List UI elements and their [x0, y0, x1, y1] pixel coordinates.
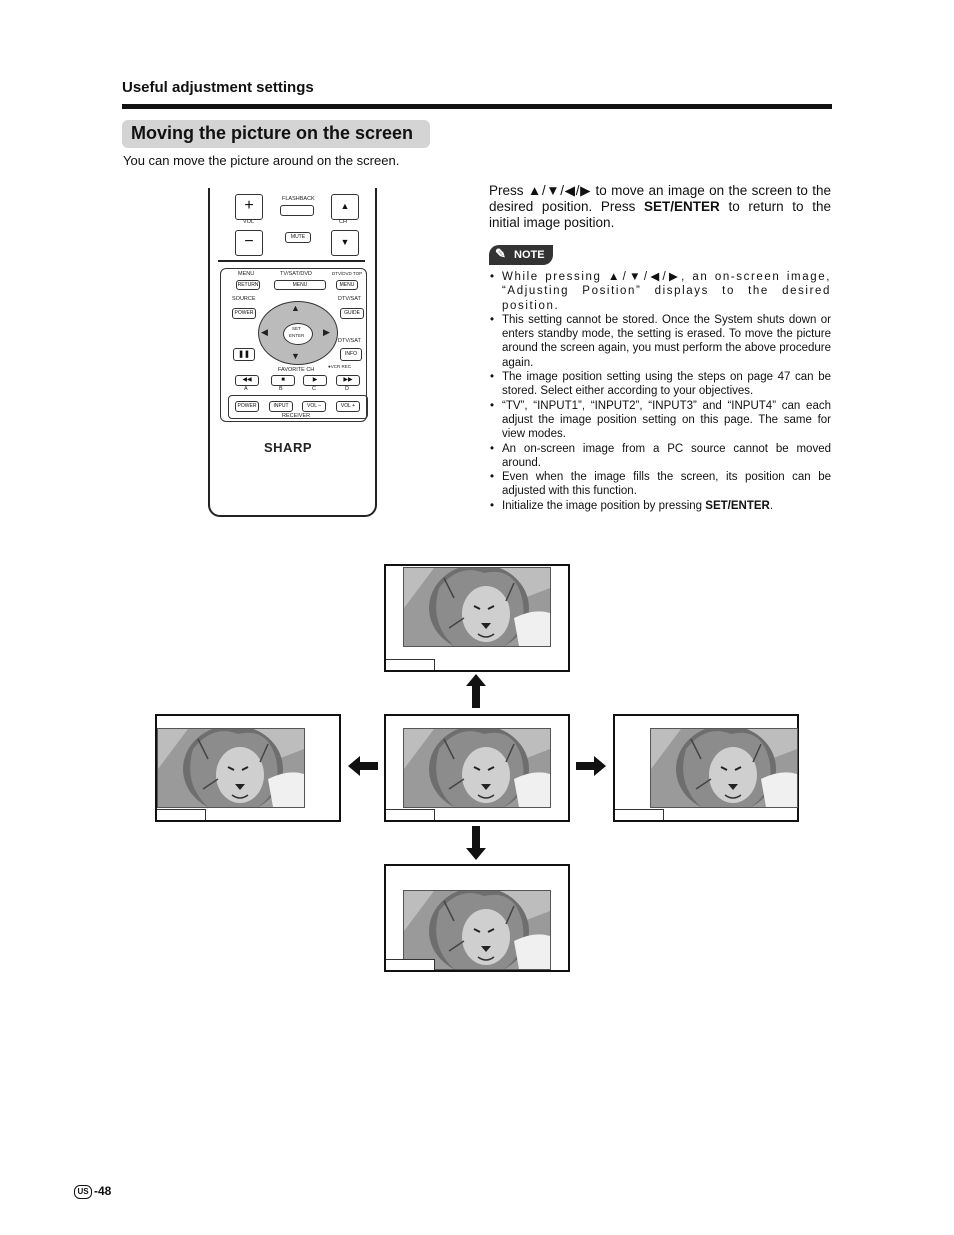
receiver-label: RECEIVER — [282, 413, 311, 419]
ch-label: CH — [339, 219, 347, 225]
screen-tab — [615, 809, 664, 820]
flashback-label: FLASHBACK — [282, 196, 315, 202]
tv-sat-dvd-label: TV/SAT/DVD — [280, 271, 312, 277]
dtv-sat-label: DTV/SAT — [338, 296, 361, 302]
dpad-up-icon: ▲ — [291, 303, 300, 313]
d-label: D — [345, 386, 349, 392]
receiver-vol-down-button: VOL – — [302, 401, 326, 412]
mute-button: MUTE — [285, 232, 311, 243]
sharp-logo: SHARP — [264, 440, 313, 455]
instruction-mid: to move an image on the screen to the de… — [489, 183, 831, 214]
note-item: The image position setting using the ste… — [489, 370, 831, 399]
instruction-text: Press ▲/▼/◀/▶ to move an image on the sc… — [489, 183, 831, 231]
power-source-button: POWER — [232, 308, 256, 319]
favorite-label: FAVORITE CH — [278, 367, 315, 373]
play-button: ▶ — [303, 375, 327, 386]
ch-up-button: ▲ — [331, 194, 359, 220]
screen-tab — [386, 959, 435, 970]
set-label: SET — [292, 326, 301, 331]
last-note-key: SET/ENTER — [705, 499, 770, 512]
note-label: NOTE — [514, 249, 545, 261]
section-heading: Useful adjustment settings — [122, 79, 314, 96]
vol-label: VOL — [243, 219, 255, 225]
vcr-rec-label: ●VCR REC — [328, 364, 351, 369]
source-label: SOURCE — [232, 296, 256, 302]
receiver-input-button: INPUT — [269, 401, 293, 412]
arrow-keys: ▲/▼/◀/▶ — [527, 183, 592, 198]
screen-moved-left — [155, 714, 341, 822]
screen-center — [384, 714, 570, 822]
return-button: RETURN — [236, 280, 260, 290]
c-label: C — [312, 386, 316, 392]
note-item: While pressing ▲/▼/◀/▶, an on-screen ima… — [489, 270, 831, 313]
press-word: Press — [489, 183, 524, 198]
screen-moved-right — [613, 714, 799, 822]
screen-tab — [386, 809, 435, 820]
receiver-vol-up-button: VOL + — [336, 401, 360, 412]
lion-image — [403, 890, 551, 970]
screen-tab — [386, 659, 435, 670]
vol-down-button: − — [235, 230, 263, 256]
lion-image — [650, 728, 798, 808]
info-button: INFO — [340, 348, 362, 361]
stop-button: ■ — [271, 375, 295, 386]
set-enter-button — [283, 323, 313, 345]
menu2-button: MENU — [336, 280, 358, 290]
screen-moved-up — [384, 564, 570, 672]
ffwd-button: ▶▶ — [336, 375, 360, 386]
note-item: An on-screen image from a PC source cann… — [489, 442, 831, 471]
region-badge: US — [74, 1184, 92, 1199]
page-title: Moving the picture on the screen — [131, 123, 414, 143]
rewind-button: ◀◀ — [235, 375, 259, 386]
set-enter-key: SET/ENTER — [644, 199, 720, 214]
pencil-icon: ✎ — [495, 246, 506, 261]
dpad-right-icon: ▶ — [323, 327, 330, 337]
arrow-left-icon — [348, 756, 378, 776]
lion-image — [403, 567, 551, 647]
last-note-text: Initialize the image position by pressin… — [502, 499, 703, 512]
remote-control: + − VOL FLASHBACK MUTE ▲ ▼ CH MENU TV/SA… — [208, 188, 377, 517]
receiver-group — [228, 395, 368, 419]
dtv-sat2-label: DTV/SAT — [338, 338, 361, 344]
intro-text: You can move the picture around on the s… — [123, 153, 400, 168]
last-note-end: . — [769, 499, 774, 512]
lion-image — [157, 728, 305, 808]
note-item: “TV”, “INPUT1”, “INPUT2”, “INPUT3” and “… — [489, 399, 831, 442]
guide-button: GUIDE — [340, 308, 364, 319]
dpad-left-icon: ◀ — [261, 327, 268, 337]
note-badge: ✎ NOTE — [489, 245, 553, 265]
dtv-dvd-top-label: DTV/DVD TOP — [332, 271, 363, 276]
note-item: This setting cannot be stored. Once the … — [489, 313, 831, 370]
arrow-up-icon — [466, 674, 486, 708]
screen-moved-down — [384, 864, 570, 972]
page-number-value: -48 — [94, 1184, 112, 1198]
instruction-tail: to return to the initial image position. — [489, 199, 831, 230]
notes-list: While pressing ▲/▼/◀/▶, an on-screen ima… — [489, 270, 831, 513]
remote-divider — [218, 260, 365, 262]
pause-button: ❚❚ — [233, 348, 255, 361]
vol-up-button: + — [235, 194, 263, 220]
arrow-right-icon — [576, 756, 606, 776]
receiver-power-button: POWER — [235, 401, 259, 412]
section-rule — [122, 104, 832, 109]
note-item: Even when the image fills the screen, it… — [489, 470, 831, 499]
b-label: B — [279, 386, 283, 392]
a-label: A — [244, 386, 248, 392]
ch-down-button: ▼ — [331, 230, 359, 256]
dpad-down-icon: ▼ — [291, 351, 300, 361]
menu-top-label: MENU — [238, 271, 255, 277]
page-number: US-48 — [74, 1184, 111, 1199]
title-bar — [122, 120, 430, 148]
lion-image — [403, 728, 551, 808]
remote-panel — [220, 268, 367, 422]
screen-tab — [157, 809, 206, 820]
menu-button: MENU — [274, 280, 326, 290]
flashback-button — [280, 205, 314, 216]
arrow-down-icon — [466, 826, 486, 860]
note-item: Initialize the image position by pressin… — [489, 499, 831, 514]
enter-label: ENTER — [289, 333, 305, 338]
